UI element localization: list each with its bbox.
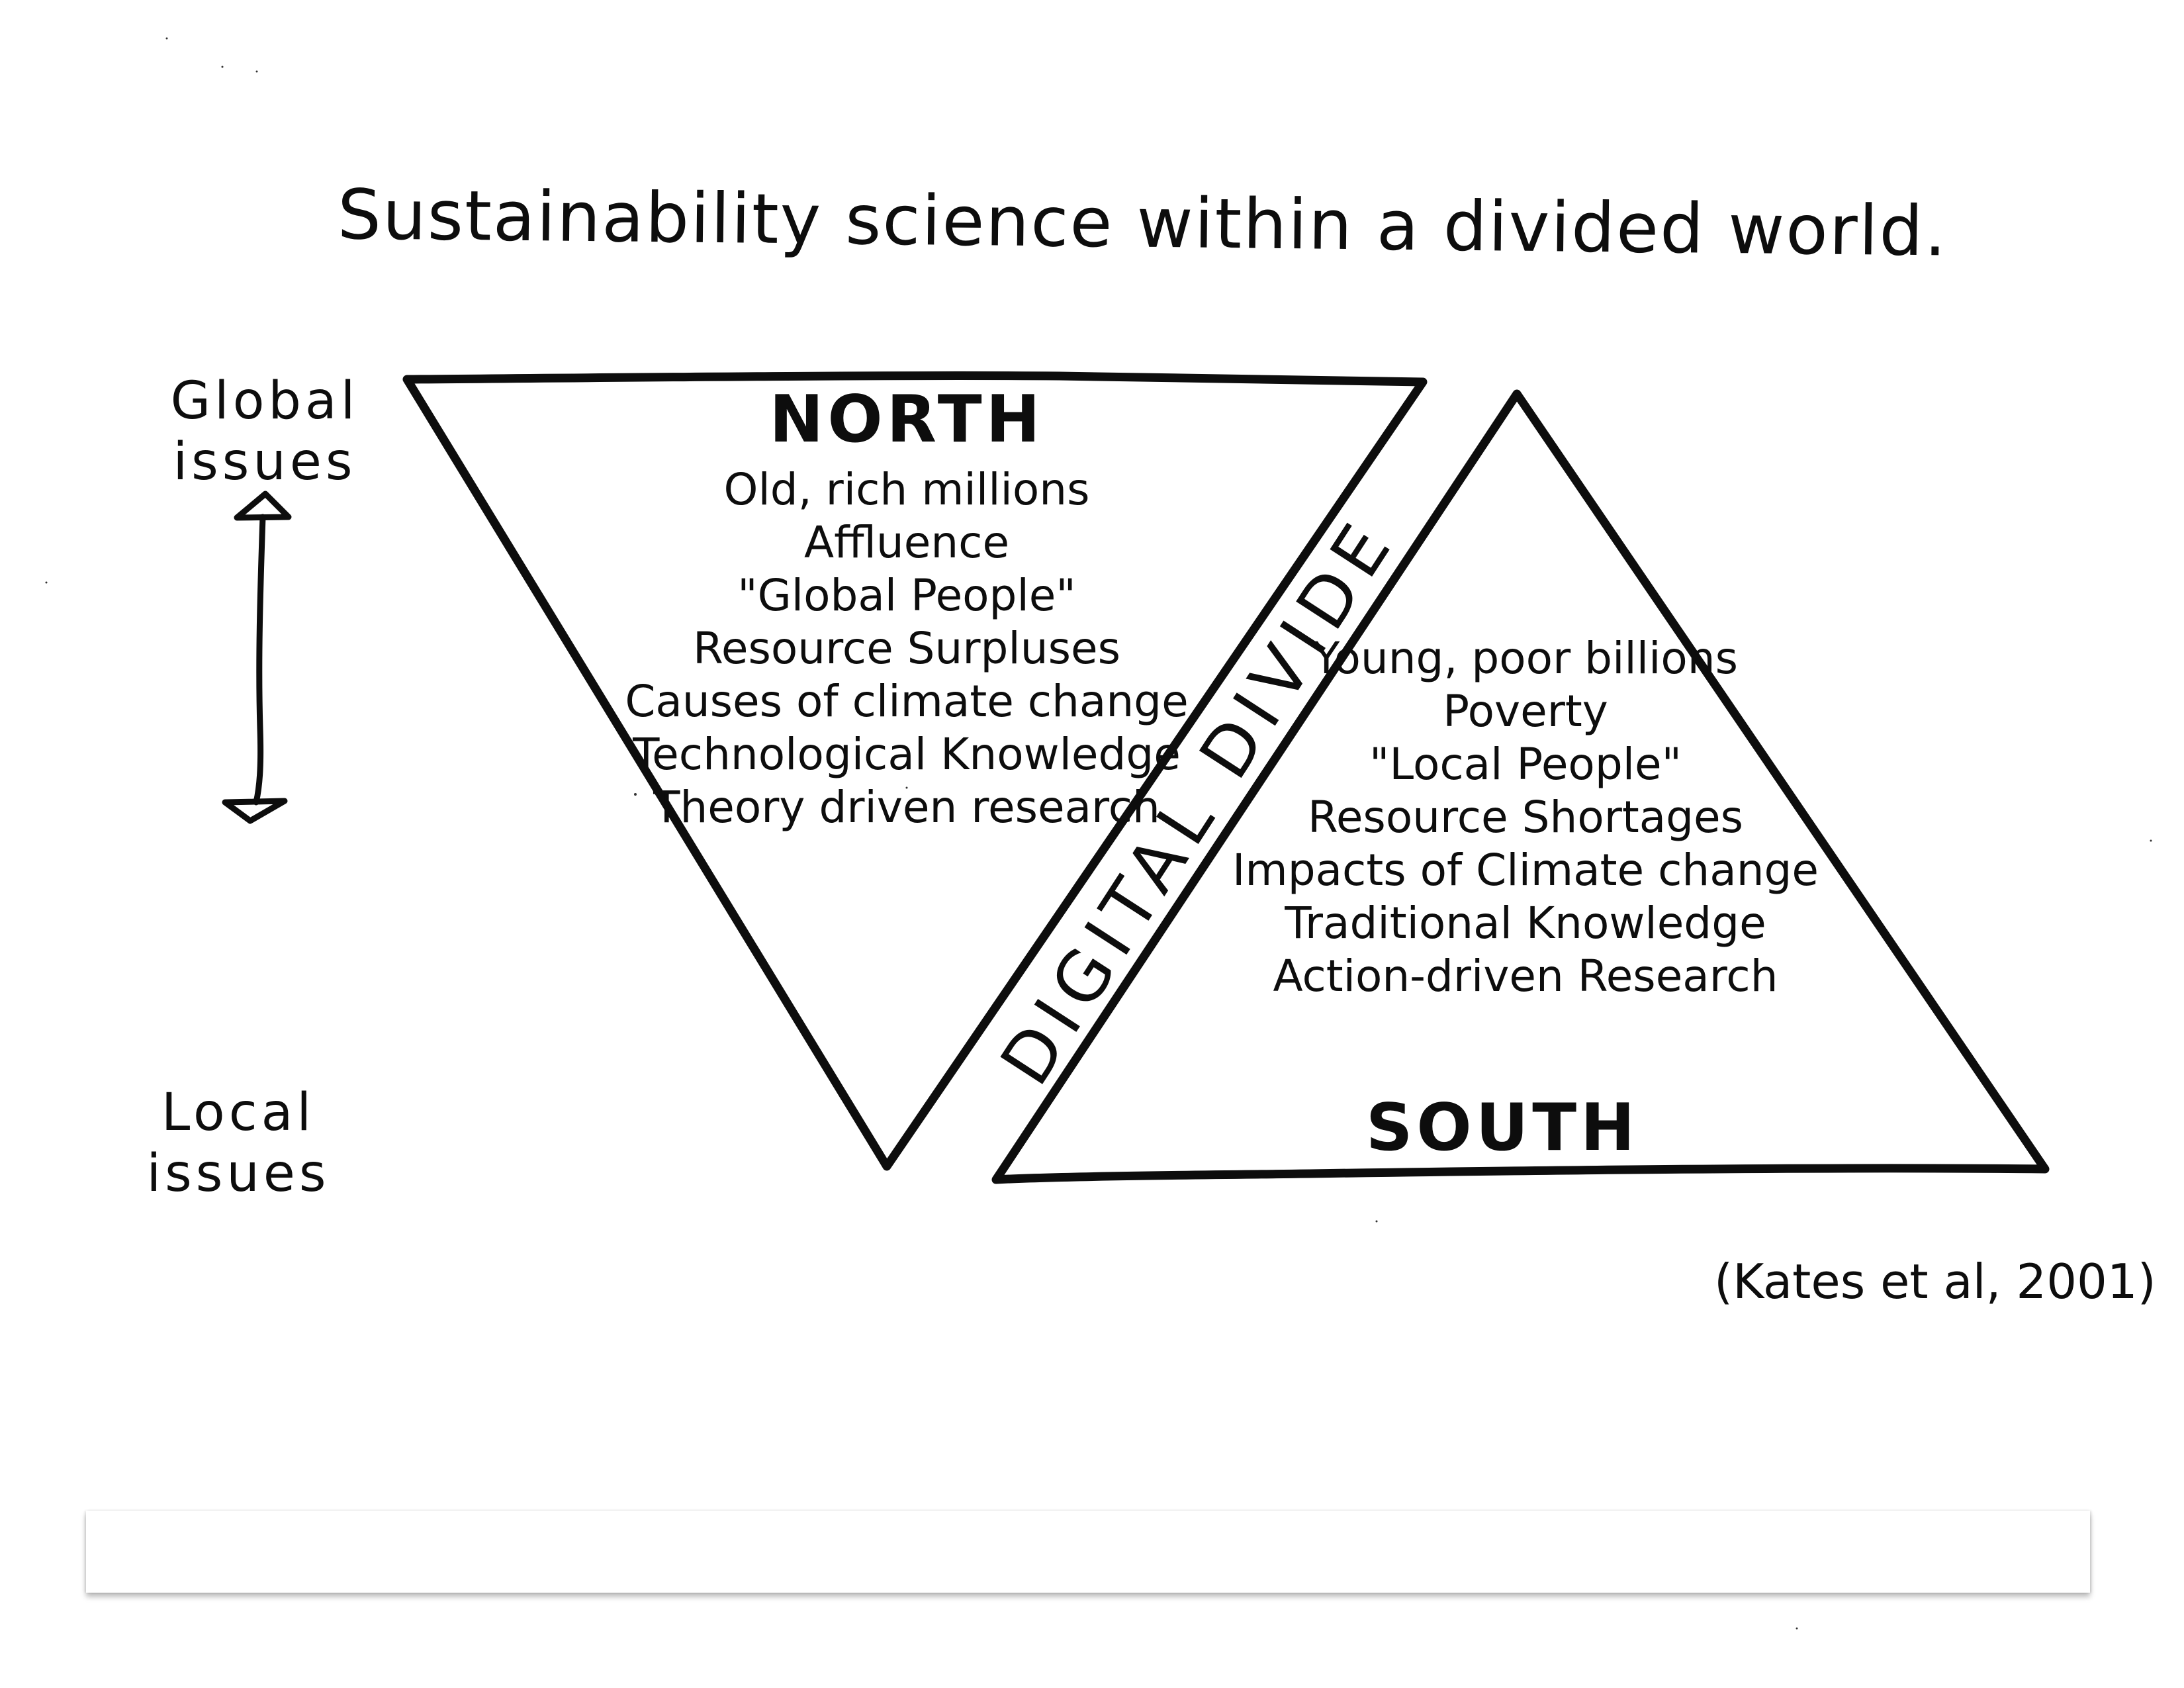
local-issues-label-line2: issues	[146, 1144, 330, 1203]
north-item: Affluence	[803, 517, 1010, 568]
north-attribute-list: Old, rich millions Affluence "Global Peo…	[615, 463, 1198, 834]
diagram-title: Sustainability science within a divided …	[337, 174, 1948, 272]
global-issues-label: Global issues	[152, 371, 377, 492]
south-item: Resource Shortages	[1307, 792, 1744, 843]
south-item: Impacts of Climate change	[1232, 845, 1819, 896]
north-item: Theory driven research	[653, 782, 1160, 833]
south-attribute-list: Young, poor billions Poverty "Local Peop…	[1211, 632, 1840, 1003]
north-item: Causes of climate change	[625, 676, 1189, 727]
global-issues-label-line1: Global	[170, 371, 359, 431]
north-heading: NORTH	[769, 382, 1044, 457]
south-item: Young, poor billions	[1312, 633, 1739, 684]
north-item: Old, rich millions	[723, 464, 1090, 515]
south-item: Traditional Knowledge	[1285, 898, 1766, 949]
south-triangle	[991, 389, 2050, 1184]
south-item: Action-driven Research	[1273, 951, 1778, 1002]
north-item: Resource Surpluses	[693, 623, 1120, 674]
local-issues-label-line1: Local	[161, 1083, 316, 1143]
north-triangle	[402, 371, 1428, 1171]
south-item: Poverty	[1443, 686, 1608, 737]
south-heading: SOUTH	[1365, 1090, 1639, 1166]
global-issues-label-line2: issues	[173, 432, 357, 492]
footer-panel	[86, 1511, 2090, 1593]
scan-speckles	[45, 37, 2152, 1630]
double-headed-vertical-arrow-icon	[222, 491, 292, 824]
north-item: "Global People"	[737, 570, 1076, 621]
north-item: Technological Knowledge	[633, 729, 1181, 780]
arrow-head-up	[234, 491, 292, 521]
citation: (Kates et al, 2001)	[1714, 1254, 2156, 1309]
local-issues-label: Local issues	[126, 1082, 351, 1204]
south-item: "Local People"	[1369, 739, 1682, 790]
arrow-head-down	[222, 798, 288, 824]
arrow-shaft	[253, 514, 266, 806]
